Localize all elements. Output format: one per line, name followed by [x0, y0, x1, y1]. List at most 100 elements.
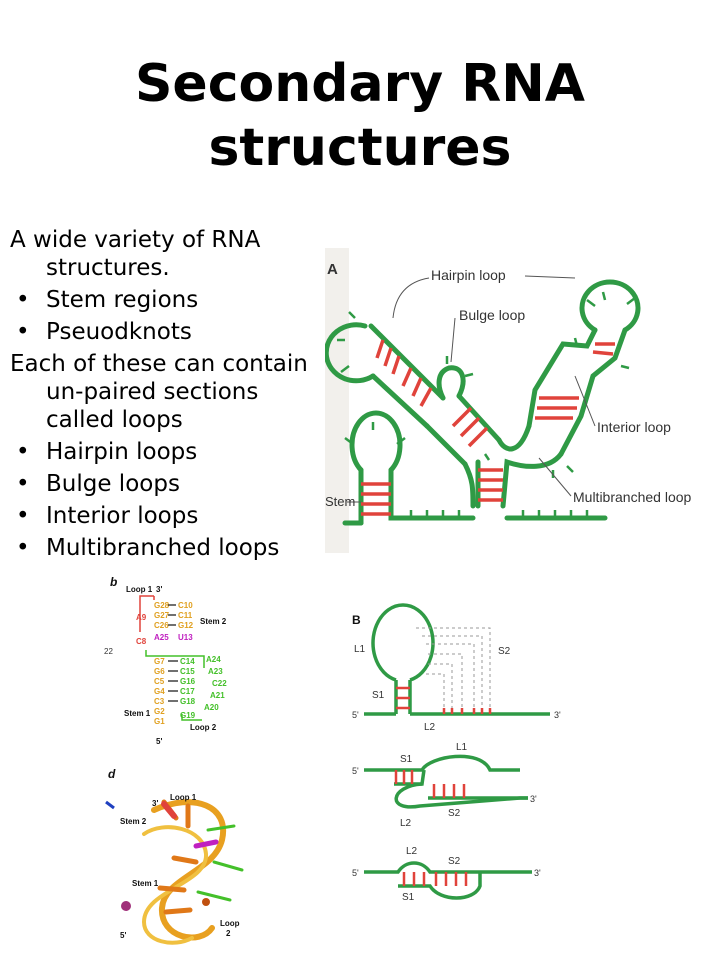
multibranch-segment: [500, 451, 564, 509]
label-stem: Stem: [325, 494, 355, 509]
pseudoknot-sequence-figure: b Loop 1 3' Stem 2 Stem 1 Loop 2 5' 22 G…: [104, 575, 227, 746]
pair-dashes: [168, 604, 178, 702]
bullet-dot: •: [16, 503, 30, 529]
nt-red: G27: [154, 611, 170, 620]
hairpin-loop-right: [579, 279, 641, 333]
para-line-2: un-paired sections: [46, 379, 259, 405]
nt-right: A23: [208, 667, 223, 676]
label-S2: S2: [448, 856, 461, 867]
nt-red: C8: [136, 637, 147, 646]
stem-strand: [526, 327, 598, 429]
label-loop1: Loop 1: [170, 793, 197, 802]
label-bulge-loop: Bulge loop: [459, 307, 525, 323]
label-stem1: Stem 1: [132, 879, 159, 888]
three-prime-end: [202, 898, 210, 906]
nt-pair: C11: [178, 611, 193, 620]
label-loop2: Loop 2: [190, 723, 217, 732]
helix-ribbon: [141, 799, 244, 945]
list-item-label: Multibranched loops: [46, 535, 280, 561]
label-L2: L2: [424, 722, 436, 733]
panel-label: B: [352, 613, 361, 627]
bullet-dot: •: [16, 439, 30, 465]
nt-left: G7: [154, 657, 165, 666]
bullet-text: A wide variety of RNA structures. •Stem …: [10, 226, 340, 562]
label-interior-loop: Interior loop: [597, 419, 671, 435]
figure-edge: [325, 248, 349, 553]
multibranch-segment: [496, 423, 532, 452]
label-L2: L2: [400, 818, 412, 829]
title-line-2: structures: [208, 118, 512, 178]
rna-backbone: [325, 279, 641, 526]
stem-strand: [388, 467, 476, 521]
five-prime-end: [121, 901, 131, 911]
intro-line-1: A wide variety of RNA: [10, 227, 261, 253]
para-line-3: called loops: [46, 407, 183, 433]
list-item: •Stem regions: [10, 286, 340, 314]
list-item-label: Stem regions: [46, 287, 199, 313]
label-22: 22: [104, 647, 113, 656]
nt-red: G28: [154, 601, 170, 610]
label-3prime: 3': [530, 794, 537, 804]
stem-strand: [558, 327, 628, 457]
label-multibranched-loop: Multibranched loop: [573, 489, 692, 505]
stem-strand: [368, 323, 446, 401]
label-5prime: 5': [352, 766, 359, 776]
nt-mid: G18: [180, 697, 196, 706]
bullet-dot: •: [16, 471, 30, 497]
nt-mid: C15: [180, 667, 195, 676]
base-pairs: [361, 339, 615, 516]
title-line-1: Secondary RNA: [134, 54, 586, 114]
nt-left: C5: [154, 677, 165, 686]
bullet-dot: •: [16, 319, 30, 345]
list-item-label: Interior loops: [46, 503, 199, 529]
list-item-label: Pseuodknots: [46, 319, 192, 345]
label-3prime: 3': [554, 710, 561, 720]
nt-magenta: A25: [154, 633, 169, 642]
leader-lines: [347, 275, 596, 503]
pseudoknot-3d-figure: d Loop 1 3' Stem 2 Stem 1 5' Loop 2: [105, 767, 244, 945]
label-S1: S1: [400, 754, 413, 765]
intro-line-2: structures.: [46, 255, 170, 281]
label-5prime: 5': [352, 710, 359, 720]
schematic-middle: [364, 754, 528, 809]
loop1-strand: [139, 595, 155, 632]
list-item-label: Hairpin loops: [46, 439, 198, 465]
nt-pair: C10: [178, 601, 193, 610]
panel-label: A: [327, 261, 338, 278]
label-loop2-number: 2: [226, 929, 231, 938]
nt-right: A20: [204, 703, 219, 712]
label-S2: S2: [448, 808, 461, 819]
bulge-loop: [436, 365, 466, 401]
stem-hairpin: [349, 410, 403, 473]
nt-right: C22: [212, 679, 227, 688]
nt-right: A21: [210, 691, 225, 700]
label-loop2: Loop: [220, 919, 240, 928]
nt-magenta: U13: [178, 633, 193, 642]
nt-red: A9: [136, 613, 147, 622]
label-3prime: 3': [152, 799, 158, 808]
label-5prime: 5': [156, 737, 162, 746]
schematic-bottom: [364, 861, 532, 900]
hairpin-loop-left: [325, 322, 376, 384]
pair-ticks: [394, 770, 466, 798]
nt-mid: C17: [180, 687, 195, 696]
nt-mid: G16: [180, 677, 196, 686]
label-3prime: 3': [156, 585, 162, 594]
list-item: • Hairpin loops: [10, 438, 340, 466]
pair-ticks: [402, 872, 468, 886]
nt-left: G2: [154, 707, 165, 716]
nt-left: G4: [154, 687, 165, 696]
list-item: • Pseuodknots: [10, 318, 340, 346]
stem-strand: [370, 373, 430, 429]
loop2-strand: [145, 650, 205, 721]
nt-red: C26: [154, 621, 169, 630]
unpaired-bases: [337, 291, 636, 518]
pairing-dashes: [416, 627, 491, 714]
nt-left: G1: [154, 717, 165, 726]
label-5prime: 5': [120, 931, 126, 940]
label-3prime: 3': [534, 868, 541, 878]
para-line-1: Each of these can contain: [10, 351, 308, 377]
label-L1: L1: [456, 742, 468, 753]
label-stem2: Stem 2: [200, 617, 227, 626]
page-title: Secondary RNA structures: [0, 52, 720, 180]
